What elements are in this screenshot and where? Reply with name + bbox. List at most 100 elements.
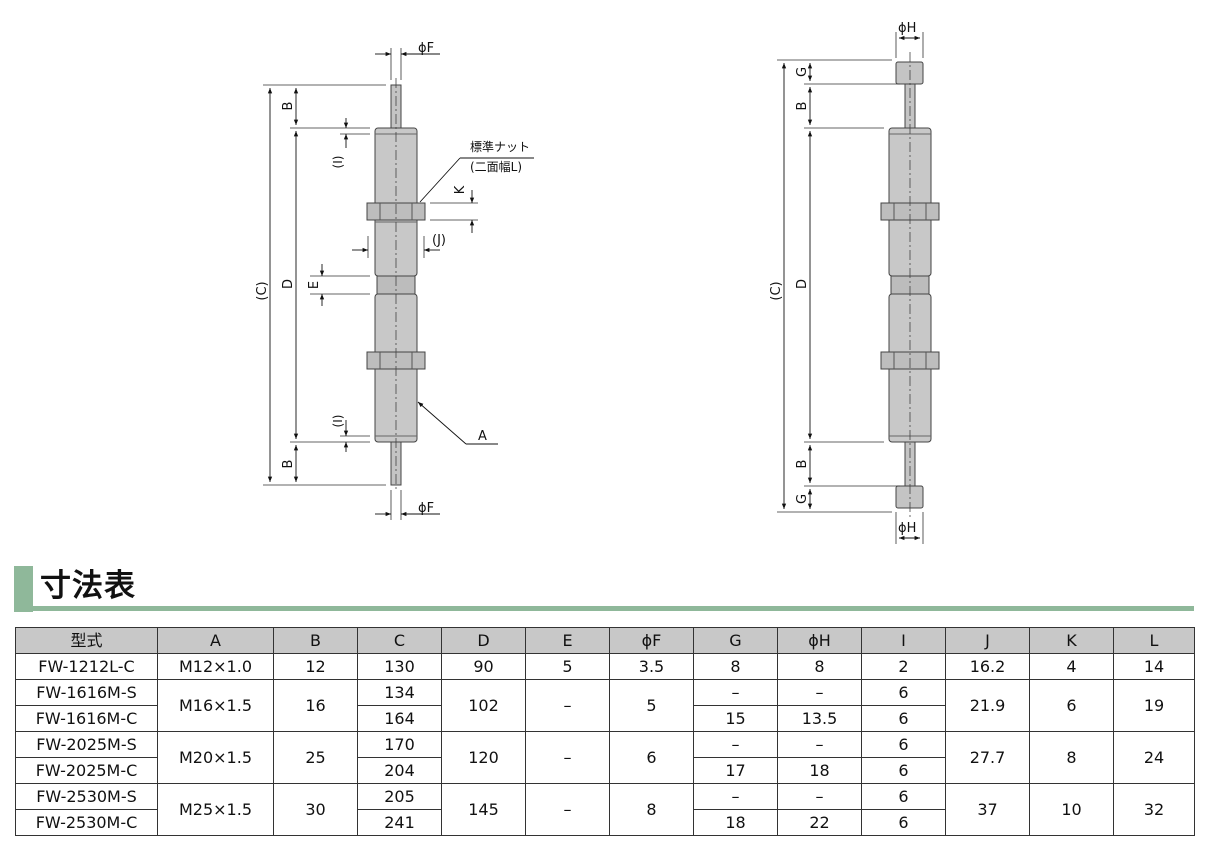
table-cell: 2 — [861, 653, 946, 680]
table-cell: 8 — [609, 783, 694, 836]
header-cell: D — [441, 627, 526, 654]
table-cell: – — [525, 731, 610, 784]
table-cell: 6 — [861, 731, 946, 758]
right-phiH-top: ϕH — [898, 21, 916, 36]
header-cell: 型式 — [15, 627, 158, 654]
table-cell: 6 — [861, 757, 946, 784]
table-row: FW-2025M-C 204 17 18 6 — [15, 757, 1195, 784]
table-cell: 145 — [441, 783, 526, 836]
dimension-table: 型式 A B C D E ϕF G ϕH I J K L FW-1212L-C … — [15, 627, 1195, 836]
left-I-top: (I) — [331, 156, 345, 169]
table-row: FW-2025M-S M20×1.5 25 170 120 – 6 – – 6 … — [15, 731, 1195, 784]
table-row: FW-2530M-C 241 18 22 6 — [15, 809, 1195, 836]
table-cell: FW-2530M-C — [15, 809, 158, 836]
table-cell: 120 — [441, 731, 526, 784]
table-cell: 170 — [357, 731, 442, 758]
table-header-row: 型式 A B C D E ϕF G ϕH I J K L — [15, 627, 1195, 654]
table-cell: 27.7 — [945, 731, 1030, 784]
table-cell: 25 — [273, 731, 358, 784]
table-cell: 6 — [861, 783, 946, 810]
table-cell: 32 — [1113, 783, 1195, 836]
table-cell: 5 — [609, 679, 694, 732]
table-cell: 6 — [861, 809, 946, 836]
table-cell: – — [693, 783, 778, 810]
header-cell: L — [1113, 627, 1195, 654]
table-cell: 16.2 — [945, 653, 1030, 680]
table-cell: – — [525, 679, 610, 732]
table-cell: 6 — [861, 705, 946, 732]
header-cell: ϕH — [777, 627, 862, 654]
left-B-top: B — [281, 102, 296, 111]
table-cell: FW-2025M-S — [15, 731, 158, 758]
right-C: (C) — [769, 281, 784, 300]
nut-label-1: 標準ナット — [470, 139, 530, 154]
table-cell: 19 — [1113, 679, 1195, 732]
table-cell: 6 — [1029, 679, 1114, 732]
left-drawing: ϕF ϕF B B (C) D (I) (I) E K (J) A 標準ナット … — [255, 41, 534, 520]
table-cell: 14 — [1113, 653, 1195, 680]
right-phiH-bottom: ϕH — [898, 521, 916, 536]
header-cell: ϕF — [609, 627, 694, 654]
table-cell: M20×1.5 — [157, 731, 274, 784]
table-cell: 130 — [357, 653, 442, 680]
table-cell: 10 — [1029, 783, 1114, 836]
header-cell: A — [157, 627, 274, 654]
header-cell: B — [273, 627, 358, 654]
table-cell: M25×1.5 — [157, 783, 274, 836]
header-cell: I — [861, 627, 946, 654]
table-cell: 204 — [357, 757, 442, 784]
table-cell: 21.9 — [945, 679, 1030, 732]
table-cell: 18 — [693, 809, 778, 836]
left-E: E — [307, 281, 322, 289]
table-cell: 16 — [273, 679, 358, 732]
table-cell: 8 — [777, 653, 862, 680]
table-cell: 3.5 — [609, 653, 694, 680]
table-cell: 90 — [441, 653, 526, 680]
table-cell: 12 — [273, 653, 358, 680]
table-cell: 37 — [945, 783, 1030, 836]
table-cell: FW-1616M-S — [15, 679, 158, 706]
left-A: A — [478, 429, 487, 444]
table-cell: 102 — [441, 679, 526, 732]
left-C: (C) — [255, 281, 270, 300]
table-row: FW-1212L-C M12×1.0 12 130 90 5 3.5 8 8 2… — [15, 653, 1195, 680]
left-I-bottom: (I) — [331, 415, 345, 428]
section-rule — [14, 606, 1194, 611]
left-phiF-bottom: ϕF — [418, 501, 434, 516]
table-cell: 22 — [777, 809, 862, 836]
left-J: (J) — [432, 233, 446, 248]
table-row: FW-1616M-C 164 15 13.5 6 — [15, 705, 1195, 732]
table-cell: – — [777, 679, 862, 706]
table-cell: 5 — [525, 653, 610, 680]
left-phiF-top: ϕF — [418, 41, 434, 56]
table-cell: 134 — [357, 679, 442, 706]
table-cell: FW-2025M-C — [15, 757, 158, 784]
header-cell: J — [945, 627, 1030, 654]
table-cell: FW-2530M-S — [15, 783, 158, 810]
left-B-bottom: B — [281, 460, 296, 469]
table-cell: M12×1.0 — [157, 653, 274, 680]
table-row: FW-1616M-S M16×1.5 16 134 102 – 5 – – 6 … — [15, 679, 1195, 732]
table-cell: 18 — [777, 757, 862, 784]
header-cell: E — [525, 627, 610, 654]
table-cell: 4 — [1029, 653, 1114, 680]
right-D: D — [795, 279, 810, 289]
table-cell: 15 — [693, 705, 778, 732]
right-B-bottom: B — [795, 460, 810, 469]
header-cell: G — [693, 627, 778, 654]
right-G-top: G — [795, 67, 810, 77]
table-cell: 6 — [861, 679, 946, 706]
table-cell: M16×1.5 — [157, 679, 274, 732]
table-cell: 17 — [693, 757, 778, 784]
table-cell: – — [525, 783, 610, 836]
table-row: FW-2530M-S M25×1.5 30 205 145 – 8 – – 6 … — [15, 783, 1195, 836]
table-cell: – — [777, 783, 862, 810]
top-cap — [895, 61, 924, 85]
section-accent-bar — [14, 566, 33, 612]
technical-drawings: ϕF ϕF B B (C) D (I) (I) E K (J) A 標準ナット … — [255, 21, 940, 544]
bottom-cap — [895, 485, 924, 509]
section-title: 寸法表 — [40, 568, 136, 604]
table-cell: 8 — [1029, 731, 1114, 784]
table-cell: FW-1212L-C — [15, 653, 158, 680]
table-cell: – — [693, 731, 778, 758]
